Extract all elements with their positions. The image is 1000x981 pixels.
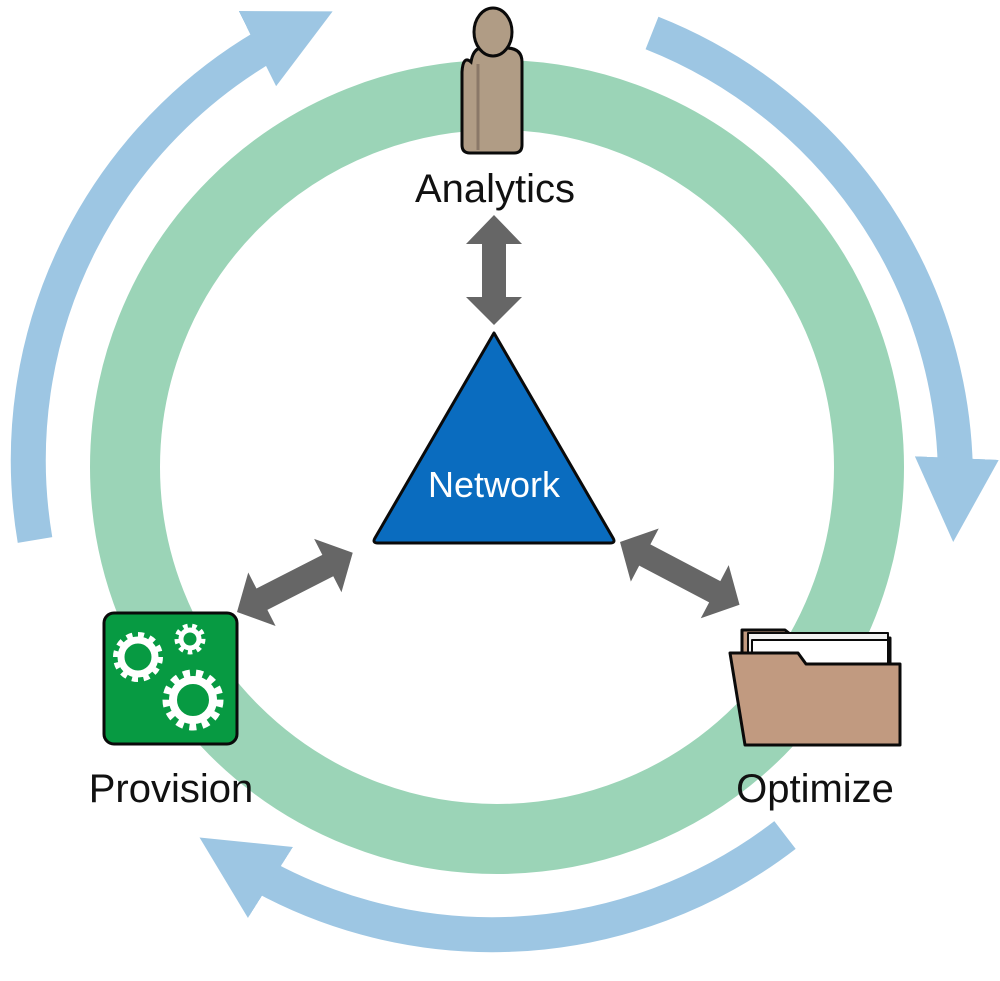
- connector-arrows: [237, 215, 740, 626]
- analytics-node: Analytics: [415, 6, 575, 211]
- person-icon: [460, 6, 524, 155]
- connector-network-optimize: [620, 528, 740, 619]
- provision-label: Provision: [89, 767, 254, 811]
- cycle-arrows: [10, 11, 999, 953]
- cycle-arrow-top-left: [10, 11, 333, 543]
- analytics-label: Analytics: [415, 167, 575, 211]
- cycle-arrow-bottom: [199, 821, 796, 953]
- cycle-arrow-right: [645, 16, 999, 542]
- connector-analytics-network: [466, 215, 522, 325]
- network-node: Network: [372, 331, 616, 545]
- provision-node: Provision: [89, 611, 254, 811]
- gears-icon: [102, 611, 239, 746]
- network-label: Network: [428, 464, 561, 505]
- connector-network-provision: [237, 538, 353, 626]
- network-triangle: [372, 331, 616, 545]
- optimize-node: Optimize: [728, 628, 902, 811]
- folder-icon: [728, 628, 902, 747]
- optimize-label: Optimize: [736, 767, 894, 811]
